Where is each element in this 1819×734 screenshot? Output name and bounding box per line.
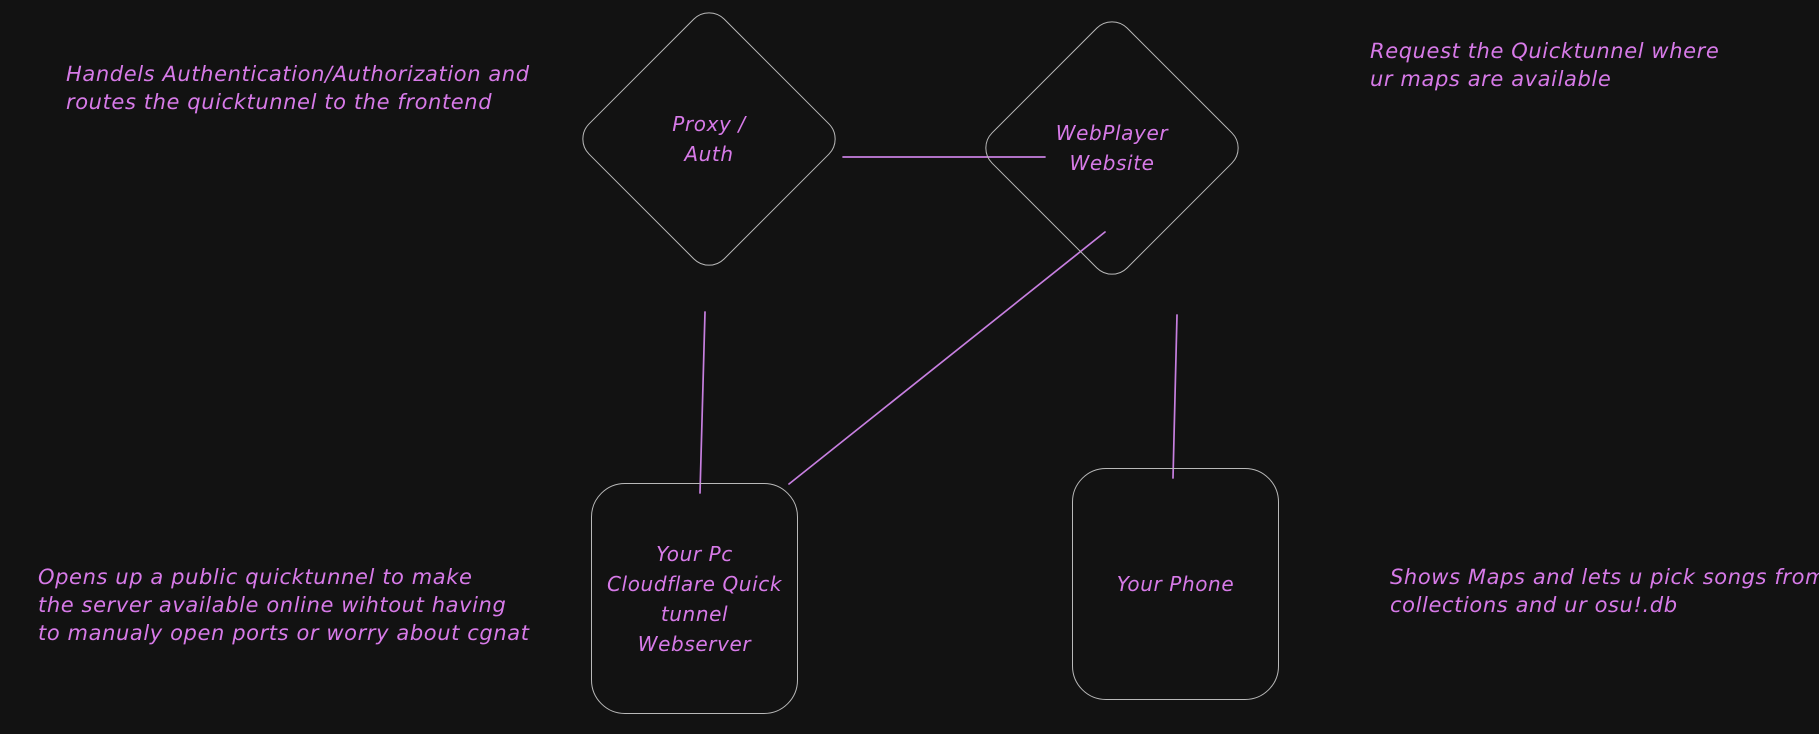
edge-proxy-to-pc[interactable] xyxy=(699,311,706,494)
annotation-phone-note: Shows Maps and lets u pick songs from co… xyxy=(1390,565,1819,617)
annotation-pc-note: Opens up a public quicktunnel to make th… xyxy=(38,565,530,645)
diamond-shape xyxy=(976,12,1248,284)
node-proxy-auth[interactable]: Proxy / Auth xyxy=(573,3,845,275)
node-your-phone[interactable]: Your Phone xyxy=(1072,468,1279,700)
node-your-pc[interactable]: Your Pc Cloudflare Quick tunnel Webserve… xyxy=(591,483,798,714)
node-webplayer-website[interactable]: WebPlayer Website xyxy=(976,12,1248,284)
rounded-rect-shape xyxy=(1072,468,1279,700)
annotation-proxy-note: Handels Authentication/Authorization and… xyxy=(66,62,530,114)
diamond-shape xyxy=(573,3,845,275)
edge-webplayer-to-phone[interactable] xyxy=(1172,314,1178,479)
rounded-rect-shape xyxy=(591,483,798,714)
annotation-webplayer-note: Request the Quicktunnel where ur maps ar… xyxy=(1370,39,1720,91)
